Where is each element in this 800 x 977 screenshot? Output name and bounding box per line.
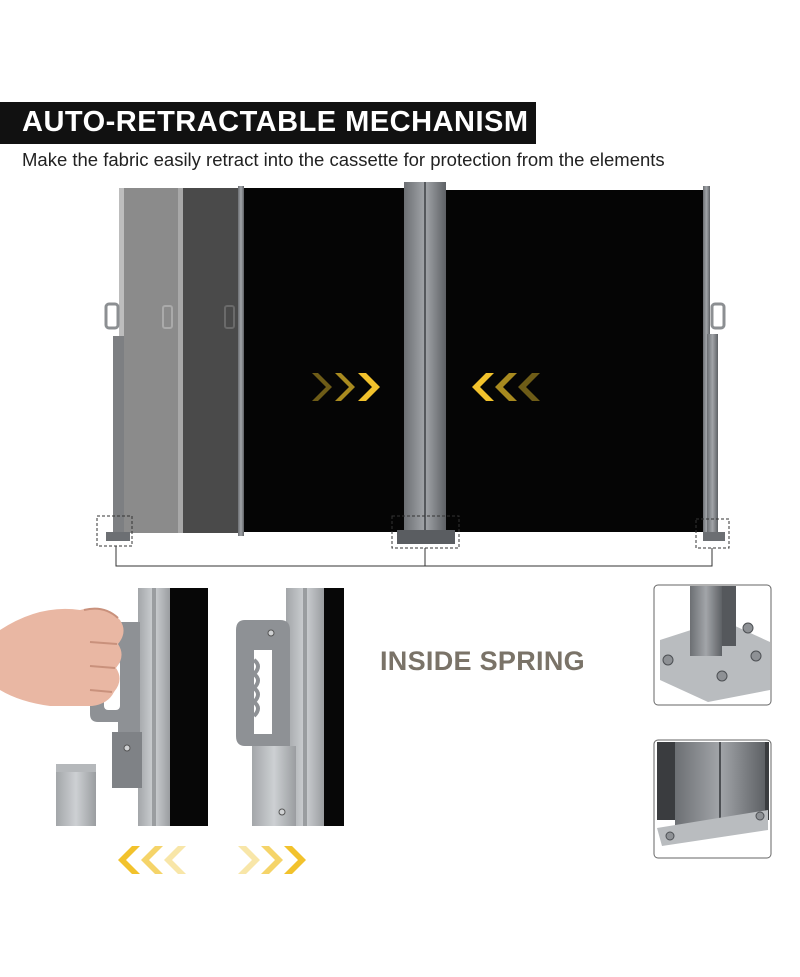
ghost-panel-dark	[178, 188, 242, 533]
base-plate-inset-bottom	[653, 739, 772, 859]
arrows-right-icon	[312, 373, 380, 401]
arrows-left-icon	[472, 373, 540, 401]
fabric-end-bar-left	[238, 186, 244, 536]
base-plate-inset-top	[653, 584, 772, 706]
arrows-left-bottom-icon	[118, 846, 186, 874]
title-banner	[0, 102, 536, 144]
ghost-panel-light	[104, 188, 182, 538]
fabric-panel-right	[445, 190, 707, 532]
right-post	[703, 302, 726, 541]
handle-closeup-detail	[236, 588, 344, 826]
center-cassette	[397, 182, 455, 544]
page-subtitle: Make the fabric easily retract into the …	[22, 149, 665, 170]
hand-icon	[0, 607, 124, 706]
fabric-end-bar-right	[703, 186, 710, 536]
fabric-panel-left	[242, 188, 406, 532]
callout-connectors	[96, 515, 730, 567]
left-post-foot	[106, 532, 130, 541]
page-title: AUTO-RETRACTABLE MECHANISM	[22, 106, 529, 138]
arrows-right-bottom-icon	[238, 846, 306, 874]
inside-spring-label: INSIDE SPRING	[380, 646, 585, 676]
